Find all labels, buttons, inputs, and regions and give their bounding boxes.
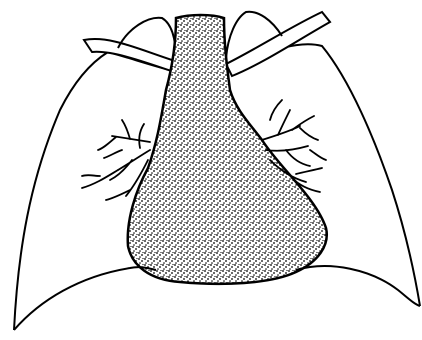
right-hemidiaphragm (296, 266, 420, 306)
left-clavicle (84, 39, 180, 74)
left-hemidiaphragm (14, 267, 156, 330)
